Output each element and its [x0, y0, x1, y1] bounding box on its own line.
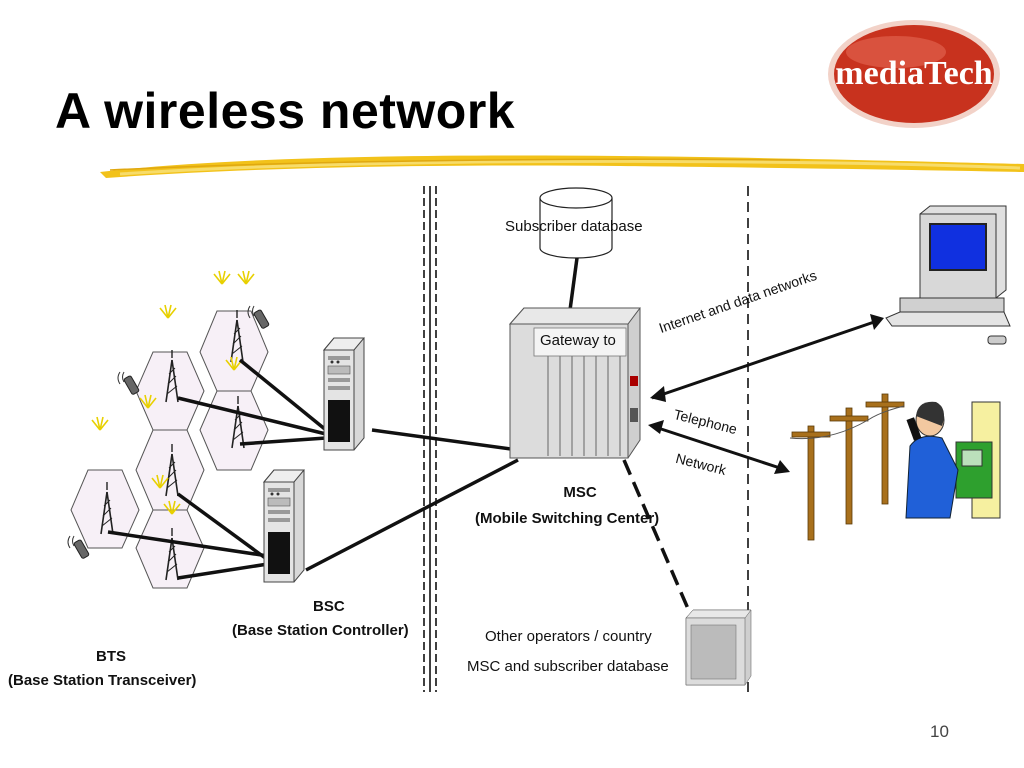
bts-label: BTS	[96, 648, 126, 665]
other-operators-label-line2: MSC and subscriber database	[467, 658, 669, 675]
cell-hexagons	[70, 310, 269, 589]
telephone-poles	[789, 393, 905, 541]
subscriber-database-icon	[539, 187, 613, 311]
highlight-stroke	[100, 155, 1024, 178]
computer-icon	[885, 205, 1011, 345]
bsc-server-bottom	[263, 469, 305, 583]
msc-other-operators-link	[622, 459, 694, 619]
mediatech-logo: mediaTech	[828, 20, 1000, 128]
subscriber-database-label: Subscriber database	[505, 218, 643, 235]
diagram-graphics	[67, 186, 1011, 692]
external-arrows	[648, 314, 884, 474]
msc-sublabel: (Mobile Switching Center)	[475, 510, 660, 527]
logo-text: mediaTech	[835, 55, 993, 92]
bsc-server-top	[323, 337, 365, 451]
bts-sublabel: (Base Station Transceiver)	[8, 672, 197, 689]
divider-lines	[423, 186, 749, 692]
other-operators-rack	[685, 609, 752, 686]
bsc-sublabel: (Base Station Controller)	[232, 622, 409, 639]
bsc-msc-links	[305, 428, 519, 572]
slide-title: A wireless network	[55, 83, 516, 139]
gateway-label: Gateway to	[540, 332, 616, 349]
network-diagram: Subscriber database Gateway to MSC (Mobi…	[0, 180, 1024, 700]
bts-bsc-links	[107, 358, 328, 580]
phone-booth-icon	[905, 401, 1001, 519]
other-operators-label-line1: Other operators / country	[485, 628, 652, 645]
msc-label: MSC	[563, 484, 597, 501]
bsc-label: BSC	[313, 598, 345, 615]
page-number: 10	[930, 722, 949, 741]
msc-switch	[509, 307, 641, 459]
